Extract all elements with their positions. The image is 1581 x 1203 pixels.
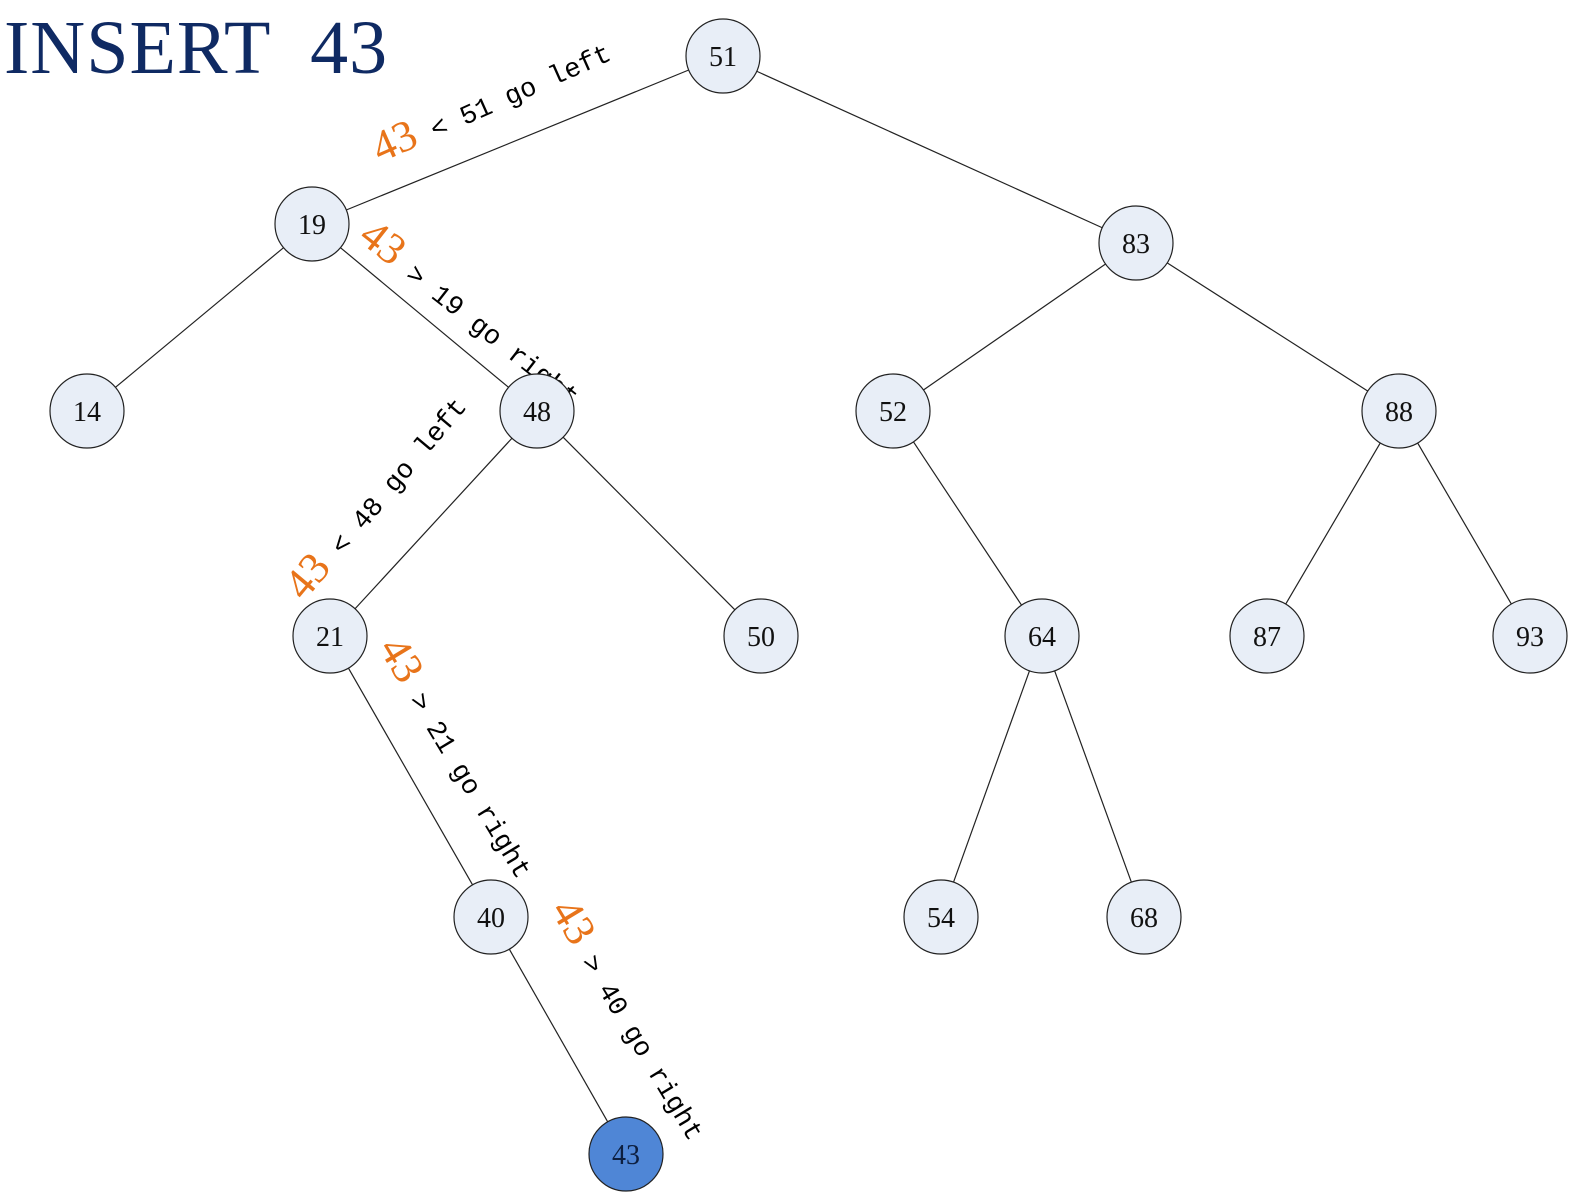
node-circle	[903, 879, 979, 955]
node-label: 54	[927, 903, 955, 934]
step-text: < 51 go left	[412, 40, 617, 153]
tree-node-21: 21	[292, 598, 368, 674]
step-key: 43	[369, 628, 434, 691]
title-action: INSERT	[4, 6, 271, 90]
node-label: 87	[1253, 622, 1281, 653]
node-label: 93	[1516, 622, 1544, 653]
node-label: 19	[298, 210, 326, 241]
tree-node-19: 19	[274, 186, 350, 262]
tree-node-54: 54	[903, 879, 979, 955]
tree-node-87: 87	[1229, 598, 1305, 674]
node-circle	[1004, 598, 1080, 674]
node-label: 64	[1028, 622, 1056, 653]
tree-node-88: 88	[1361, 373, 1437, 449]
node-label: 88	[1385, 397, 1413, 428]
edge-83-88	[1166, 262, 1369, 392]
tree-node-83: 83	[1098, 205, 1174, 281]
edge-88-93	[1417, 442, 1512, 605]
node-circle	[499, 373, 575, 449]
step-text: > 21 go right	[393, 675, 536, 885]
edge-21-40	[347, 667, 474, 886]
node-label: 40	[477, 903, 505, 934]
edge-88-87	[1285, 442, 1381, 605]
node-circle	[723, 598, 799, 674]
step-text: > 40 go right	[565, 937, 708, 1147]
tree-node-52: 52	[855, 373, 931, 449]
node-label: 52	[879, 397, 907, 428]
node-circle	[1361, 373, 1437, 449]
edge-83-52	[923, 263, 1106, 391]
tree-node-68: 68	[1106, 879, 1182, 955]
node-label: 51	[709, 42, 737, 73]
step-label-1: 43 < 51 go left	[364, 24, 617, 172]
tree-node-93: 93	[1492, 598, 1568, 674]
node-circle	[274, 186, 350, 262]
edge-64-54	[952, 670, 1031, 883]
node-label: 43	[612, 1140, 640, 1171]
tree-node-64: 64	[1004, 598, 1080, 674]
tree-node-50: 50	[723, 598, 799, 674]
edge-48-21	[354, 437, 513, 610]
node-circle	[685, 18, 761, 94]
node-label: 68	[1130, 903, 1158, 934]
step-label-3: 43 < 48 go left	[274, 382, 475, 609]
edge-48-50	[562, 436, 736, 611]
node-circle	[1229, 598, 1305, 674]
node-circle	[292, 598, 368, 674]
node-label: 83	[1122, 229, 1150, 260]
step-text: < 48 go left	[316, 393, 474, 574]
node-circle	[453, 879, 529, 955]
edge-19-48	[340, 247, 509, 388]
edge-40-43	[508, 948, 609, 1123]
node-circle	[1492, 598, 1568, 674]
nodes-layer: 51 19 83 14 48 52 88 21 50 64 87 93 40 54 68 43	[49, 18, 1568, 1192]
inserted-node-43: 43	[588, 1116, 664, 1192]
node-circle	[855, 373, 931, 449]
node-label: 21	[316, 622, 344, 653]
node-circle	[49, 373, 125, 449]
step-label-4: 43 > 21 go right	[369, 628, 550, 885]
tree-node-51: 51	[685, 18, 761, 94]
edge-51-83	[756, 70, 1103, 229]
step-label-5: 43 > 40 go right	[541, 890, 722, 1147]
node-circle	[1098, 205, 1174, 281]
edge-51-19	[346, 69, 689, 211]
tree-node-48: 48	[499, 373, 575, 449]
tree-node-14: 14	[49, 373, 125, 449]
page-title: INSERT 43	[4, 10, 388, 86]
node-label: 50	[747, 622, 775, 653]
edges-layer	[115, 69, 1512, 1123]
edge-64-68	[1054, 670, 1132, 883]
title-value: 43	[310, 6, 389, 90]
node-label: 14	[73, 397, 101, 428]
step-key: 43	[364, 109, 424, 172]
edge-52-64	[912, 441, 1023, 606]
tree-node-40: 40	[453, 879, 529, 955]
node-circle	[588, 1116, 664, 1192]
edge-19-14	[115, 247, 284, 388]
node-circle	[1106, 879, 1182, 955]
node-label: 48	[523, 397, 551, 428]
step-key: 43	[541, 890, 606, 953]
